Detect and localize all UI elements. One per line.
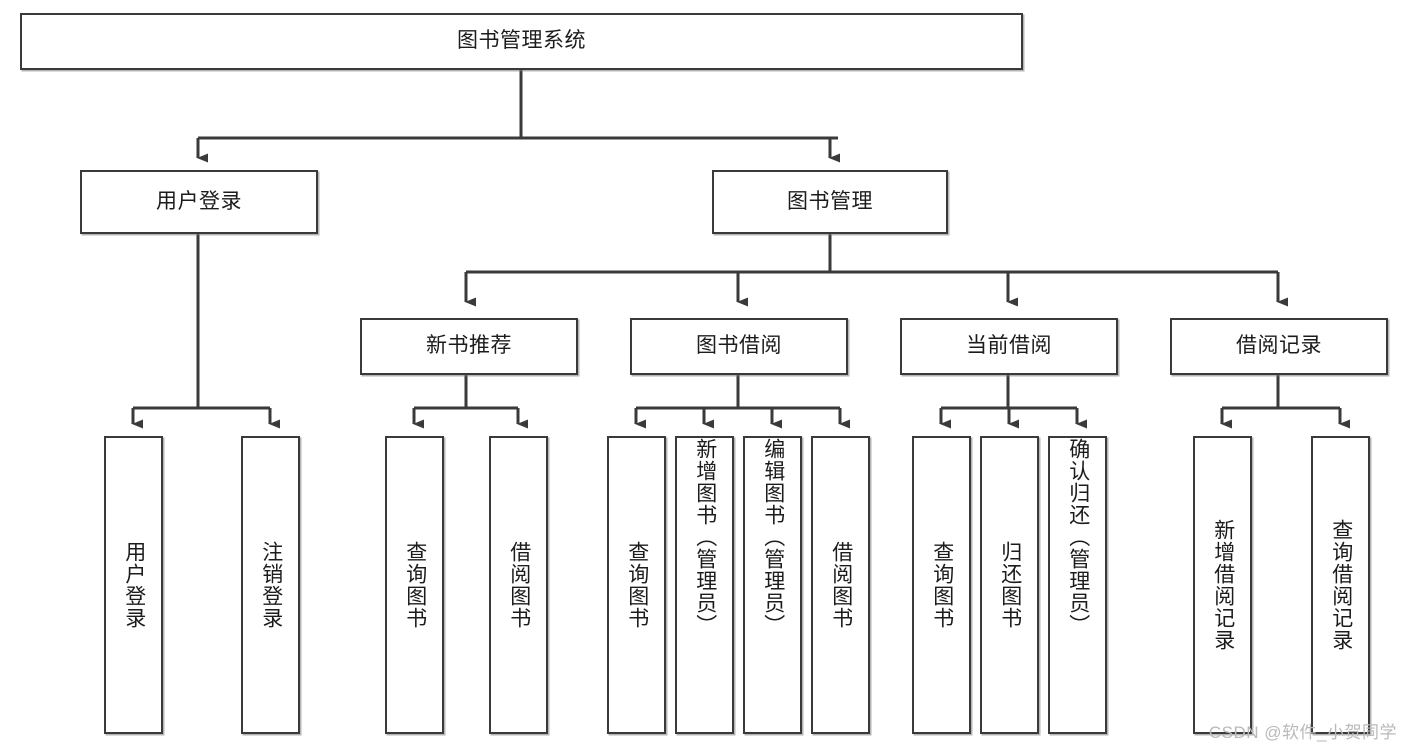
node-label: 借阅图书 <box>829 541 853 629</box>
leaf-book-borrow-borrow-book[interactable]: 借阅图书 <box>811 436 870 734</box>
node-label: 当前借阅 <box>966 334 1052 358</box>
leaf-user-login-logout[interactable]: 注销登录 <box>241 436 300 734</box>
node-label: 用户登录 <box>122 541 146 629</box>
node-borrow-record[interactable]: 借阅记录 <box>1170 318 1388 375</box>
node-label: 查询图书 <box>930 541 954 629</box>
node-label: 确认归还（管理员） <box>1066 438 1090 636</box>
leaf-book-borrow-add-book-admin[interactable]: 新增图书（管理员） <box>675 436 734 734</box>
node-label: 查询借阅记录 <box>1329 519 1353 651</box>
node-user-login[interactable]: 用户登录 <box>80 170 318 234</box>
node-new-book-recommend[interactable]: 新书推荐 <box>360 318 578 375</box>
watermark-text: CSDN @软件_小贺同学 <box>1208 723 1397 742</box>
node-label: 查询图书 <box>625 541 649 629</box>
node-label: 用户登录 <box>156 189 242 213</box>
node-label: 图书管理系统 <box>457 29 586 53</box>
node-label: 新书推荐 <box>426 334 512 358</box>
leaf-current-borrow-query-book[interactable]: 查询图书 <box>912 436 971 734</box>
node-book-borrow[interactable]: 图书借阅 <box>630 318 848 375</box>
leaf-borrow-record-add-record[interactable]: 新增借阅记录 <box>1193 436 1252 734</box>
node-label: 借阅图书 <box>507 541 531 629</box>
leaf-current-borrow-return-book[interactable]: 归还图书 <box>980 436 1039 734</box>
leaf-book-borrow-query-book[interactable]: 查询图书 <box>607 436 666 734</box>
leaf-new-book-borrow-book[interactable]: 借阅图书 <box>489 436 548 734</box>
node-label: 新增图书（管理员） <box>693 438 717 636</box>
node-current-borrow[interactable]: 当前借阅 <box>900 318 1118 375</box>
node-label: 图书借阅 <box>696 334 782 358</box>
node-label: 注销登录 <box>259 541 283 629</box>
node-label: 编辑图书（管理员） <box>761 438 785 636</box>
leaf-user-login-login[interactable]: 用户登录 <box>104 436 163 734</box>
node-label: 借阅记录 <box>1236 334 1322 358</box>
node-label: 归还图书 <box>998 541 1022 629</box>
leaf-book-borrow-edit-book-admin[interactable]: 编辑图书（管理员） <box>743 436 802 734</box>
node-book-management[interactable]: 图书管理 <box>712 170 948 234</box>
node-label: 图书管理 <box>787 189 873 213</box>
leaf-new-book-query-book[interactable]: 查询图书 <box>385 436 444 734</box>
node-label: 查询图书 <box>403 541 427 629</box>
leaf-current-borrow-confirm-return-admin[interactable]: 确认归还（管理员） <box>1048 436 1107 734</box>
leaf-borrow-record-query-record[interactable]: 查询借阅记录 <box>1311 436 1370 734</box>
node-label: 新增借阅记录 <box>1211 519 1235 651</box>
node-root-book-management-system[interactable]: 图书管理系统 <box>20 13 1023 70</box>
